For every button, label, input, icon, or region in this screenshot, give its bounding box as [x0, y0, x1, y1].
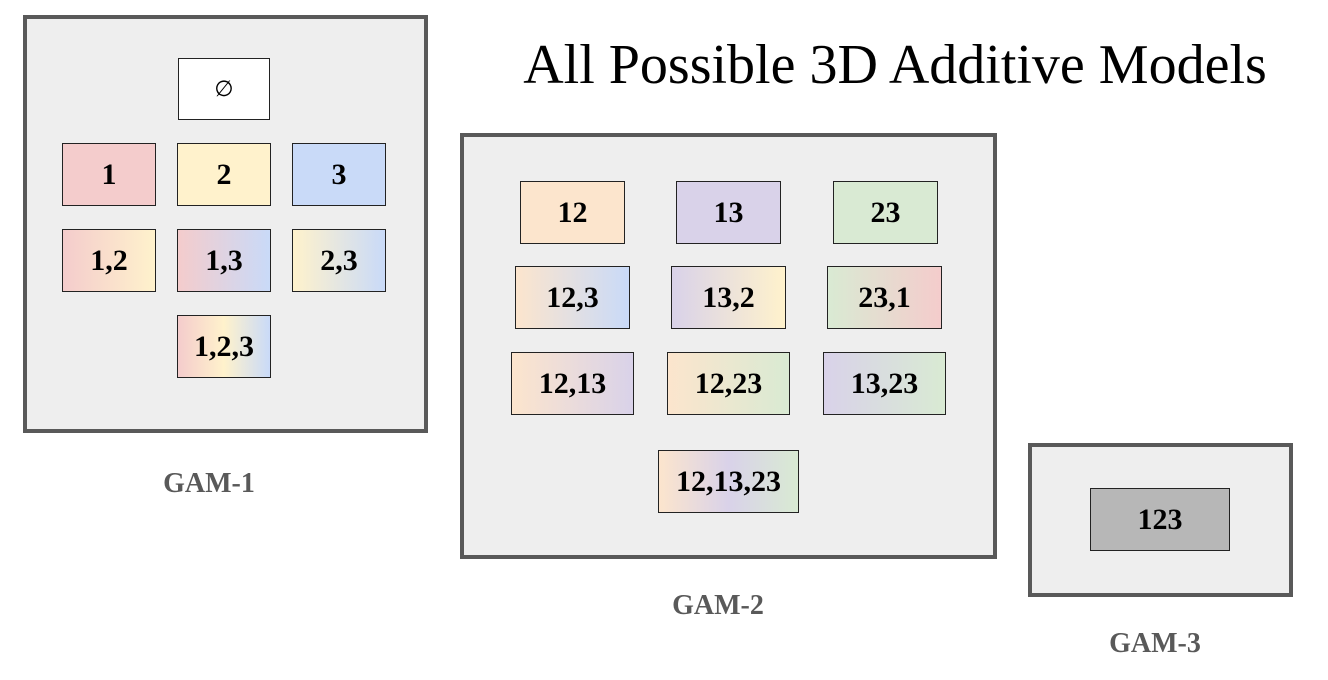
- gam1-box-1-3: 1,3: [177, 229, 271, 292]
- gam2-box-13-2: 13,2: [671, 266, 786, 329]
- gam1-box-1-2: 1,2: [62, 229, 156, 292]
- gam3-label: GAM-3: [1109, 628, 1201, 659]
- gam1-box-2: 2: [177, 143, 271, 206]
- gam2-box-12-13-23: 12,13,23: [658, 450, 799, 513]
- gam1-box-2-3: 2,3: [292, 229, 386, 292]
- gam2-box-12-3: 12,3: [515, 266, 630, 329]
- gam2-box-12: 12: [520, 181, 625, 244]
- gam1-box-1: 1: [62, 143, 156, 206]
- gam1-box-1-2-3: 1,2,3: [177, 315, 271, 378]
- gam3-box-123: 123: [1090, 488, 1230, 551]
- gam1-box-3: 3: [292, 143, 386, 206]
- gam2-box-13-23: 13,23: [823, 352, 946, 415]
- gam2-box-12-13: 12,13: [511, 352, 634, 415]
- gam2-box-23-1: 23,1: [827, 266, 942, 329]
- gam2-box-23: 23: [833, 181, 938, 244]
- gam2-box-13: 13: [676, 181, 781, 244]
- diagram-title: All Possible 3D Additive Models: [523, 34, 1267, 96]
- gam2-label: GAM-2: [672, 590, 764, 621]
- gam1-box-empty: ∅: [178, 58, 270, 120]
- gam2-box-12-23: 12,23: [667, 352, 790, 415]
- gam1-label: GAM-1: [163, 468, 255, 499]
